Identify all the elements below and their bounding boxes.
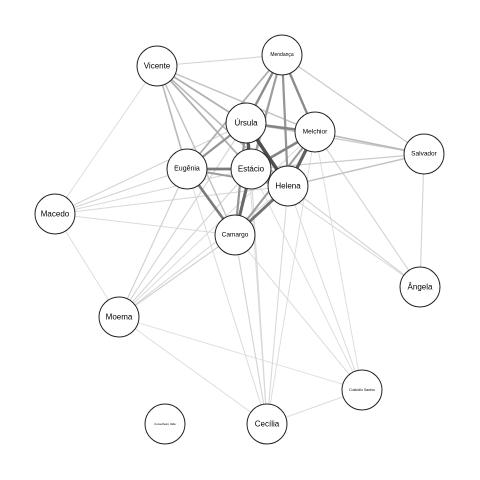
node-circle: [144, 403, 186, 445]
node-circle: [214, 214, 256, 256]
edge-cecilia-helena: [266, 185, 289, 425]
edge-salvador-angela: [419, 153, 425, 288]
edge-vicente-mendanca: [156, 54, 283, 67]
edge-moema-eugenia: [118, 168, 188, 318]
node-label: Conselheiro Valle: [154, 422, 176, 426]
node-label: Melchior: [303, 129, 328, 136]
node-estacio[interactable]: Estácio: [230, 148, 272, 190]
edge-mendanca-helena: [280, 53, 290, 188]
edge-custodio-melchior: [314, 131, 363, 391]
node-conselheiro[interactable]: Conselheiro Valle: [144, 403, 186, 445]
node-circle: [166, 148, 208, 190]
node-circle: [399, 266, 441, 308]
node-vicente[interactable]: Vicente: [136, 45, 178, 87]
node-moema[interactable]: Moema: [98, 296, 140, 338]
edge-vicente-melchior: [156, 65, 316, 133]
edge-salvador-helena: [287, 153, 425, 187]
node-circle: [261, 34, 303, 76]
edge-salvador-ursula: [245, 122, 425, 155]
node-label: Cecília: [255, 420, 280, 429]
edge-moema-cecilia: [118, 316, 268, 425]
node-label: Moema: [106, 313, 133, 322]
edge-cecilia-camargo: [234, 234, 268, 425]
edge-angela-melchior: [314, 131, 421, 288]
edge-salvador-mendanca: [281, 54, 425, 155]
node-circle: [34, 193, 76, 235]
edge-macedo-helena: [54, 185, 289, 215]
node-ursula[interactable]: Úrsula: [225, 102, 267, 144]
node-salvador[interactable]: Salvador: [403, 133, 445, 175]
node-circle: [225, 102, 267, 144]
edge-custodio-estacio: [250, 168, 363, 391]
node-custodio[interactable]: Custódio Santos: [341, 369, 383, 411]
node-label: Salvador: [411, 151, 437, 158]
node-circle: [403, 133, 445, 175]
edge-macedo-eugenia: [54, 168, 188, 215]
node-label: Ângela: [408, 283, 433, 292]
node-circle: [230, 148, 272, 190]
node-label: Mendança: [270, 52, 294, 58]
edge-macedo-camargo: [54, 213, 236, 236]
node-macedo[interactable]: Macedo: [34, 193, 76, 235]
node-label: Eugênia: [174, 166, 200, 173]
edge-moema-ursula: [118, 122, 247, 318]
node-camargo[interactable]: Camargo: [214, 214, 256, 256]
node-label: Camargo: [222, 232, 249, 239]
node-cecilia[interactable]: Cecília: [246, 403, 288, 445]
edge-moema-helena: [118, 185, 289, 318]
edge-macedo-vicente: [54, 65, 158, 215]
edge-moema-camargo: [118, 234, 236, 318]
nodes-layer: Vicente MendançaÚrsulaMelchiorSalvadorEug…: [34, 34, 445, 445]
node-eugenia[interactable]: Eugênia: [166, 148, 208, 190]
node-angela[interactable]: Ângela: [399, 266, 441, 308]
node-circle: [246, 403, 288, 445]
edge-macedo-estacio: [54, 168, 252, 215]
edge-vicente-camargo: [156, 65, 236, 236]
edge-angela-helena: [287, 185, 421, 288]
edge-custodio-helena: [287, 185, 363, 391]
node-melchior[interactable]: Melchior: [294, 111, 336, 153]
edge-salvador-estacio: [250, 153, 425, 170]
node-helena[interactable]: Helena: [267, 165, 309, 207]
node-label: Helena: [275, 182, 301, 191]
node-label: Macedo: [41, 210, 70, 219]
node-label: Estácio: [238, 165, 265, 174]
edge-macedo-ursula: [54, 122, 247, 215]
node-circle: [267, 165, 309, 207]
node-mendanca[interactable]: Mendança: [261, 34, 303, 76]
edge-moema-melchior: [118, 131, 316, 318]
edge-custodio-moema: [118, 316, 363, 391]
edge-cecilia-eugenia: [186, 168, 268, 425]
edge-custodio-camargo: [234, 234, 363, 391]
node-label: Úrsula: [234, 119, 258, 128]
node-circle: [341, 369, 383, 411]
node-circle: [136, 45, 178, 87]
edge-moema-estacio: [118, 168, 252, 318]
node-circle: [294, 111, 336, 153]
node-circle: [98, 296, 140, 338]
edge-vicente-estacio: [156, 65, 252, 170]
node-label: Custódio Santos: [349, 388, 375, 392]
node-label: Vicente: [144, 62, 171, 71]
